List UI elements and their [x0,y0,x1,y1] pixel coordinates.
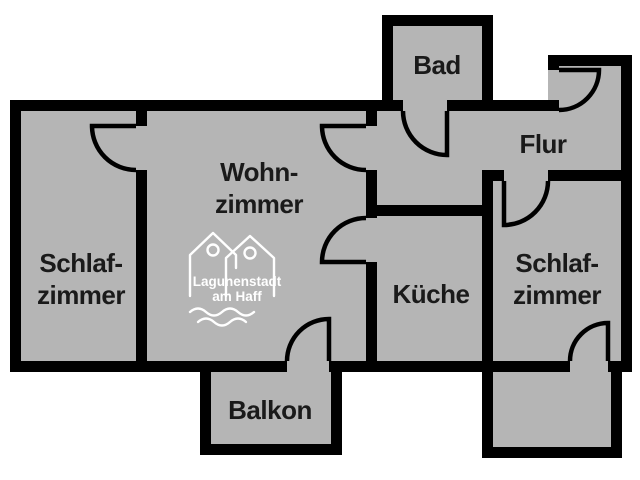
schlafzimmer-rechts-label-line2: zimmer [513,280,601,310]
room-labels: Bad Flur Wohn- zimmer Schlaf- zimmer Küc… [37,50,602,425]
entrance-doorway-gap [548,70,559,100]
wall-balkon-bottom [200,444,342,455]
flur-label: Flur [519,129,566,159]
wall-kueche-right [482,181,493,361]
wall-bad-left [382,15,393,111]
schlafzimmer-rechts-label-line1: Schlaf- [515,248,598,278]
wall-balkon-left [200,361,211,455]
balkon-floor [211,372,331,444]
wall-bad-right [482,15,493,111]
wall-wohnzimmer-upper [366,111,377,126]
wall-extension-right [611,361,622,458]
kueche-label: Küche [393,279,470,309]
right-house-window [243,246,257,260]
wall-outer-right [621,55,632,372]
bad-doorway-gap [403,100,447,111]
wall-outer-bottom-left [10,361,287,372]
schlafzimmer-links-label-line2: zimmer [37,280,125,310]
balkon-doorway-gap [287,361,329,372]
wall-wohnzimmer-lower [366,262,377,361]
wall-balkon-right [331,361,342,455]
wall-schlaf-links-lower [136,170,147,372]
balkon-label: Balkon [228,395,312,425]
doors [89,67,611,362]
extension-doorway-gap [570,361,608,372]
logo-text-line1: Lagunenstadt [193,274,282,289]
door-balkon [284,316,332,362]
wall-outer-bottom-mid [329,361,570,372]
twin-houses-over-waves-icon [188,231,276,327]
wall-outer-top-right [548,55,632,66]
wall-kueche-top [377,205,482,216]
flur-top-floor [559,66,621,111]
wall-wohnzimmer-mid [366,170,377,218]
left-house-outline [188,231,238,298]
door-extension [567,320,611,362]
wohnzimmer-label-line1: Wohn- [220,157,298,187]
wall-outer-top-mid [447,100,559,111]
walls [10,15,632,458]
bad-label: Bad [413,50,461,80]
wall-schlaf-links-upper [136,100,147,126]
wall-outer-left [10,100,21,372]
bad-floor [393,26,482,111]
door-wohnzimmer [319,123,367,173]
wall-flur-divider-right [548,170,621,181]
floor-areas [21,26,621,447]
wall-step-lower [548,100,559,111]
lagunenstadt-logo: Lagunenstadt am Haff [188,231,282,327]
door-schlafzimmer-links [89,123,137,173]
left-house-window [206,243,220,257]
right-house-outline [224,234,276,298]
wall-extension-left [482,361,493,458]
logo-text-line2: am Haff [212,289,262,304]
door-bad [400,110,450,158]
wave-line-2 [196,317,248,327]
door-entrance [558,67,602,113]
wall-extension-bottom [482,447,622,458]
wohnzimmer-label-line2: zimmer [215,189,303,219]
schlafzimmer-links-label-line1: Schlaf- [39,248,122,278]
wall-outer-top-left [10,100,403,111]
wall-flur-divider-left [482,170,504,181]
wave-line-1 [188,307,256,317]
door-schlafzimmer-rechts [501,180,551,228]
extension-floor [493,372,611,447]
door-kueche [319,215,367,265]
wall-bad-top [382,15,493,26]
